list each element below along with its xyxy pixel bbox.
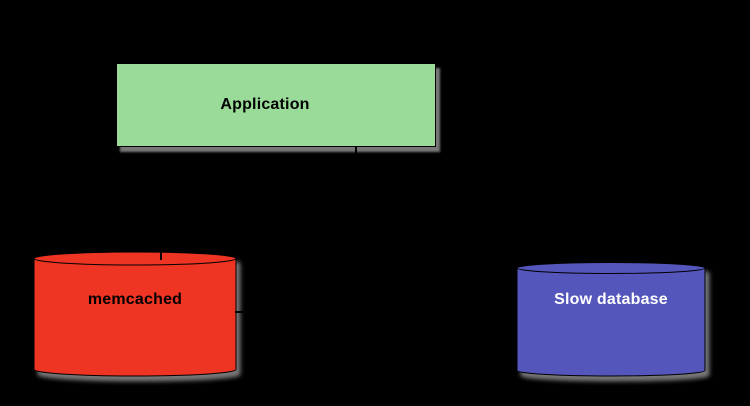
memcached-cylinder-top-arc (33, 258, 237, 266)
connector-stub-memcached-top (160, 252, 162, 260)
slow-database-cylinder-top-arc (516, 267, 706, 274)
application-label: Application (220, 96, 310, 113)
connector-stub-application-bottom (355, 146, 357, 158)
slow-database-label: Slow database (554, 291, 668, 308)
memcached-cylinder-body (33, 251, 237, 377)
application-node: Application (116, 63, 436, 147)
memcached-cylinder (33, 251, 237, 377)
slow-database-cylinder-body (516, 262, 706, 377)
connector-stub-memcached-right (235, 311, 243, 313)
memcached-label: memcached (87, 291, 183, 308)
slow-database-cylinder (516, 262, 706, 377)
